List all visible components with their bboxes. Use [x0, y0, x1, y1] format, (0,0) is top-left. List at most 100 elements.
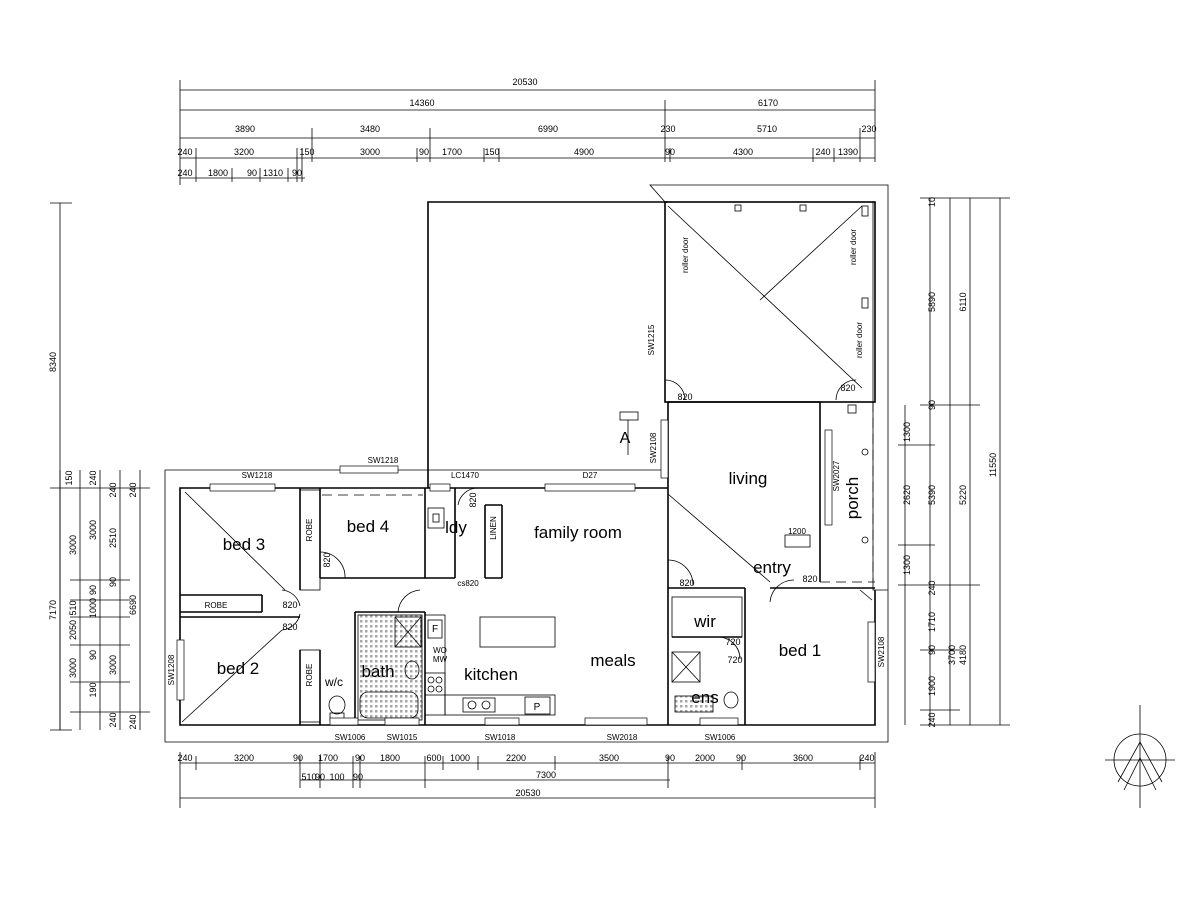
door-width: 820	[322, 552, 332, 567]
living-entry-details	[667, 404, 869, 603]
dim-left: 190	[88, 682, 98, 697]
dim-right: 3700	[947, 645, 957, 665]
dim-left: 3000	[108, 655, 118, 675]
roller-door-label: roller door	[849, 229, 858, 265]
dim-right: 90	[927, 400, 937, 410]
dim-right: 4180	[958, 645, 968, 665]
window-label: SW1006	[705, 733, 736, 742]
dim-right: 2620	[902, 485, 912, 505]
dim-top: 150	[299, 147, 314, 157]
master-suite-details	[671, 596, 743, 713]
dim-top: 150	[484, 147, 499, 157]
left-dimension-lines	[50, 202, 150, 731]
window-label: SW1218	[242, 471, 273, 480]
dim-left: 3000	[88, 520, 98, 540]
dim-left: 1000	[88, 598, 98, 618]
dim-left: 3000	[68, 535, 78, 555]
door-width: 820	[282, 622, 297, 632]
dim-bottom: 2200	[506, 753, 526, 763]
window-label: SW1208	[167, 654, 176, 685]
dim-bottom: 1800	[380, 753, 400, 763]
room-family: family room	[534, 523, 622, 542]
fridge-label: F	[432, 624, 438, 635]
dim-right: 240	[927, 712, 937, 727]
dim-top: 5710	[757, 124, 777, 134]
pantry-label: P	[534, 702, 541, 713]
dim-top: 230	[861, 124, 876, 134]
room-bed-3: bed 3	[223, 535, 266, 554]
robe-label: ROBE	[305, 664, 314, 687]
window-label: SW2108	[877, 636, 886, 667]
roller-door-label: roller door	[855, 322, 864, 358]
bottom-dimension-lines	[179, 752, 876, 808]
dim-left: 240	[88, 470, 98, 485]
linen-label: LINEN	[489, 516, 498, 540]
kitchen-fixtures	[424, 614, 556, 716]
dim-top: 3200	[234, 147, 254, 157]
bedroom-details	[281, 487, 479, 723]
windows	[176, 419, 876, 726]
dim-right: 1900	[927, 676, 937, 696]
room-meals: meals	[590, 651, 635, 670]
dim-top: 90	[665, 147, 675, 157]
robe-label: ROBE	[305, 519, 314, 542]
window-label: SW2108	[649, 432, 658, 463]
room-kitchen: kitchen	[464, 665, 518, 684]
dim-left: 90	[88, 585, 98, 595]
dim-top-total: 20530	[512, 77, 537, 87]
dim-left: 3000	[68, 658, 78, 678]
door-width: 820	[840, 383, 855, 393]
room-ensuite: ens	[691, 688, 718, 707]
dim-top: 230	[660, 124, 675, 134]
dim-bottom: 90	[665, 753, 675, 763]
dim-left: 6690	[128, 595, 138, 615]
room-bath: bath	[361, 662, 394, 681]
dim-top: 4900	[574, 147, 594, 157]
door-width: 820	[677, 392, 692, 402]
window-label: SW1218	[368, 456, 399, 465]
dim-bottom: 600	[426, 753, 441, 763]
microwave-label: MW	[433, 655, 448, 664]
room-bed-4: bed 4	[347, 517, 390, 536]
door-width: 720	[727, 655, 742, 665]
window-label: SW1006	[335, 733, 366, 742]
dim-top: 90	[419, 147, 429, 157]
dim-bottom: 240	[859, 753, 874, 763]
dim-top: 1390	[838, 147, 858, 157]
room-laundry: ldy	[445, 518, 467, 537]
dim-left: 8340	[48, 352, 58, 372]
dim-top: 240	[815, 147, 830, 157]
dim-right: 5390	[927, 485, 937, 505]
dim-left: 90	[108, 577, 118, 587]
dim-bottom-total: 20530	[515, 788, 540, 798]
pergola-column-a	[619, 411, 639, 455]
dim-top: 90	[247, 168, 257, 178]
dim-left: 90	[88, 650, 98, 660]
pergola-outline	[427, 201, 668, 488]
room-bed-1: bed 1	[779, 641, 822, 660]
dim-bottom: 90	[353, 772, 363, 782]
dim-right: 90	[927, 645, 937, 655]
room-bed-2: bed 2	[217, 659, 260, 678]
dim-left: 2510	[108, 528, 118, 548]
dim-right: 10	[927, 197, 937, 207]
window-width: 1200	[788, 527, 806, 536]
bath-fixtures	[328, 614, 423, 722]
wall-oven-label: WO	[433, 646, 447, 655]
dim-right: 1710	[927, 612, 937, 632]
room-entry: entry	[753, 558, 791, 577]
dim-top: 90	[292, 168, 302, 178]
north-arrow-icon	[1105, 705, 1175, 808]
door-width: 820	[468, 492, 478, 507]
dim-bottom: 100	[329, 772, 344, 782]
dim-bottom: 3200	[234, 753, 254, 763]
dim-left: 510	[68, 600, 78, 615]
dim-top: 6170	[758, 98, 778, 108]
cavity-slider: cs820	[457, 579, 479, 588]
dim-top: 1800	[208, 168, 228, 178]
roller-door-label: roller door	[681, 237, 690, 273]
window-label: SW2018	[607, 733, 638, 742]
door-width: 720	[725, 637, 740, 647]
dim-top: 3000	[360, 147, 380, 157]
dim-bottom: 2000	[695, 753, 715, 763]
